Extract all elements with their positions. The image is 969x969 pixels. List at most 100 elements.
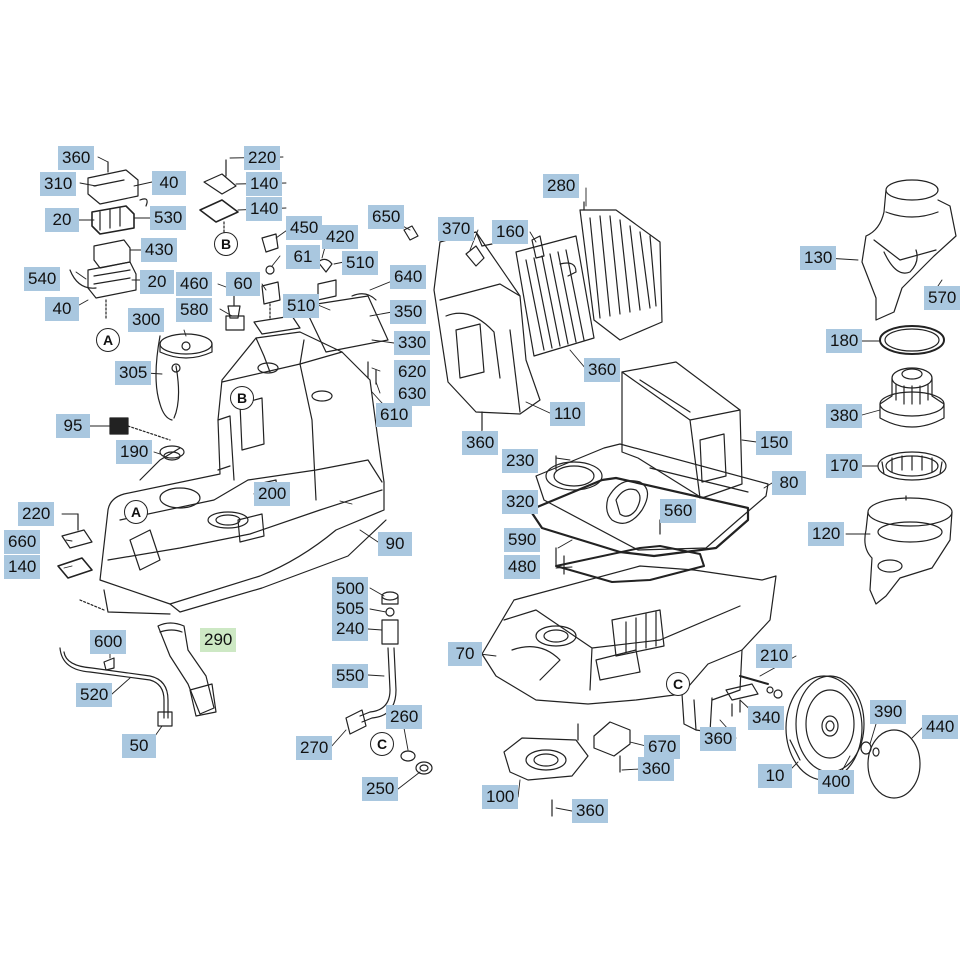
control-box-parts bbox=[69, 161, 148, 319]
left-screw-and-plates bbox=[57, 513, 105, 611]
part-label-170[interactable]: 170 bbox=[826, 454, 863, 478]
part-label-630[interactable]: 630 bbox=[394, 382, 431, 406]
reference-marker-c: C bbox=[370, 732, 394, 756]
motor-380 bbox=[879, 367, 945, 428]
part-label-20-second[interactable]: 20 bbox=[140, 270, 174, 294]
base-70 bbox=[481, 565, 777, 733]
part-label-360-base[interactable]: 360 bbox=[700, 727, 737, 751]
part-label-540[interactable]: 540 bbox=[24, 267, 61, 291]
part-label-670[interactable]: 670 bbox=[644, 735, 681, 759]
reference-marker-b: B bbox=[214, 232, 238, 256]
fan-housing-110 bbox=[433, 231, 541, 415]
part-label-140[interactable]: 140 bbox=[246, 172, 283, 196]
part-label-190[interactable]: 190 bbox=[116, 440, 153, 464]
part-label-510[interactable]: 510 bbox=[342, 251, 379, 275]
part-label-61[interactable]: 61 bbox=[286, 245, 320, 269]
part-label-660[interactable]: 660 bbox=[4, 530, 41, 554]
part-label-50[interactable]: 50 bbox=[122, 734, 156, 758]
part-label-430[interactable]: 430 bbox=[141, 238, 178, 262]
part-label-310[interactable]: 310 bbox=[40, 172, 77, 196]
part-label-550[interactable]: 550 bbox=[332, 664, 369, 688]
part-label-480[interactable]: 480 bbox=[504, 555, 541, 579]
part-label-280[interactable]: 280 bbox=[543, 174, 580, 198]
part-label-620[interactable]: 620 bbox=[394, 360, 431, 384]
part-label-570[interactable]: 570 bbox=[924, 286, 961, 310]
part-label-590[interactable]: 590 bbox=[504, 528, 541, 552]
cable-520 bbox=[59, 647, 173, 727]
part-label-320[interactable]: 320 bbox=[502, 490, 539, 514]
part-label-600[interactable]: 600 bbox=[90, 630, 127, 654]
part-label-330[interactable]: 330 bbox=[394, 331, 431, 355]
part-label-10[interactable]: 10 bbox=[758, 764, 792, 788]
axle-parts-210-340 bbox=[725, 675, 783, 717]
part-label-220-left[interactable]: 220 bbox=[18, 502, 55, 526]
part-label-70[interactable]: 70 bbox=[448, 642, 482, 666]
part-label-260[interactable]: 260 bbox=[386, 705, 423, 729]
grille-280 bbox=[579, 201, 663, 341]
part-label-200[interactable]: 200 bbox=[254, 482, 291, 506]
part-label-450[interactable]: 450 bbox=[286, 216, 323, 240]
part-label-40[interactable]: 40 bbox=[152, 171, 186, 195]
part-label-250[interactable]: 250 bbox=[362, 777, 399, 801]
part-label-360-center[interactable]: 360 bbox=[584, 358, 621, 382]
foot-100 bbox=[503, 723, 589, 817]
fan-part-370 bbox=[465, 243, 493, 267]
part-label-640[interactable]: 640 bbox=[390, 265, 427, 289]
part-label-305[interactable]: 305 bbox=[115, 361, 152, 385]
part-label-140-second[interactable]: 140 bbox=[246, 197, 283, 221]
cover-300-and-hose-305 bbox=[155, 333, 213, 421]
part-label-520[interactable]: 520 bbox=[76, 683, 113, 707]
hose-290 bbox=[157, 622, 217, 717]
part-label-530[interactable]: 530 bbox=[150, 206, 187, 230]
part-label-460[interactable]: 460 bbox=[176, 272, 213, 296]
part-label-140-left[interactable]: 140 bbox=[4, 555, 41, 579]
reference-marker-c-base: C bbox=[666, 672, 690, 696]
part-label-650[interactable]: 650 bbox=[368, 205, 405, 229]
part-label-40-second[interactable]: 40 bbox=[45, 297, 79, 321]
part-label-270[interactable]: 270 bbox=[296, 736, 333, 760]
part-label-230[interactable]: 230 bbox=[502, 449, 539, 473]
part-label-510-second[interactable]: 510 bbox=[283, 294, 320, 318]
small-parts-95-190 bbox=[109, 417, 185, 461]
part-label-290-highlighted[interactable]: 290 bbox=[200, 628, 237, 652]
part-label-100[interactable]: 100 bbox=[482, 785, 519, 809]
filter-box-150 bbox=[621, 361, 743, 499]
ring-170 bbox=[877, 451, 947, 481]
part-label-20[interactable]: 20 bbox=[45, 208, 79, 232]
part-label-130[interactable]: 130 bbox=[800, 246, 837, 270]
part-label-220[interactable]: 220 bbox=[244, 146, 281, 170]
part-label-210[interactable]: 210 bbox=[756, 644, 793, 668]
part-label-150[interactable]: 150 bbox=[756, 431, 793, 455]
part-label-380[interactable]: 380 bbox=[826, 404, 863, 428]
part-label-360-lower[interactable]: 360 bbox=[638, 757, 675, 781]
part-label-610[interactable]: 610 bbox=[376, 403, 413, 427]
seal-320 bbox=[528, 476, 750, 558]
part-label-180[interactable]: 180 bbox=[826, 329, 863, 353]
part-label-120[interactable]: 120 bbox=[808, 522, 845, 546]
part-label-90[interactable]: 90 bbox=[378, 532, 412, 556]
part-label-160[interactable]: 160 bbox=[492, 220, 529, 244]
heat-sink-160 bbox=[515, 235, 595, 357]
part-label-340[interactable]: 340 bbox=[748, 706, 785, 730]
part-label-360-housing[interactable]: 360 bbox=[462, 431, 499, 455]
part-label-350[interactable]: 350 bbox=[390, 300, 427, 324]
part-label-560[interactable]: 560 bbox=[660, 499, 697, 523]
part-label-360-bottom[interactable]: 360 bbox=[572, 799, 609, 823]
bracket-parts-140 bbox=[199, 159, 239, 235]
part-label-240[interactable]: 240 bbox=[332, 617, 369, 641]
part-label-360[interactable]: 360 bbox=[58, 146, 95, 170]
part-label-95[interactable]: 95 bbox=[56, 414, 90, 438]
part-label-370[interactable]: 370 bbox=[438, 217, 475, 241]
part-label-440[interactable]: 440 bbox=[922, 715, 959, 739]
part-label-420[interactable]: 420 bbox=[322, 225, 359, 249]
part-label-110[interactable]: 110 bbox=[550, 402, 586, 426]
reference-marker-a-housing: A bbox=[124, 500, 148, 524]
part-label-580[interactable]: 580 bbox=[176, 298, 213, 322]
part-label-60[interactable]: 60 bbox=[226, 272, 260, 296]
part-label-80[interactable]: 80 bbox=[772, 471, 806, 495]
part-label-300[interactable]: 300 bbox=[128, 308, 165, 332]
part-label-400[interactable]: 400 bbox=[818, 770, 855, 794]
part-label-390[interactable]: 390 bbox=[870, 700, 907, 724]
